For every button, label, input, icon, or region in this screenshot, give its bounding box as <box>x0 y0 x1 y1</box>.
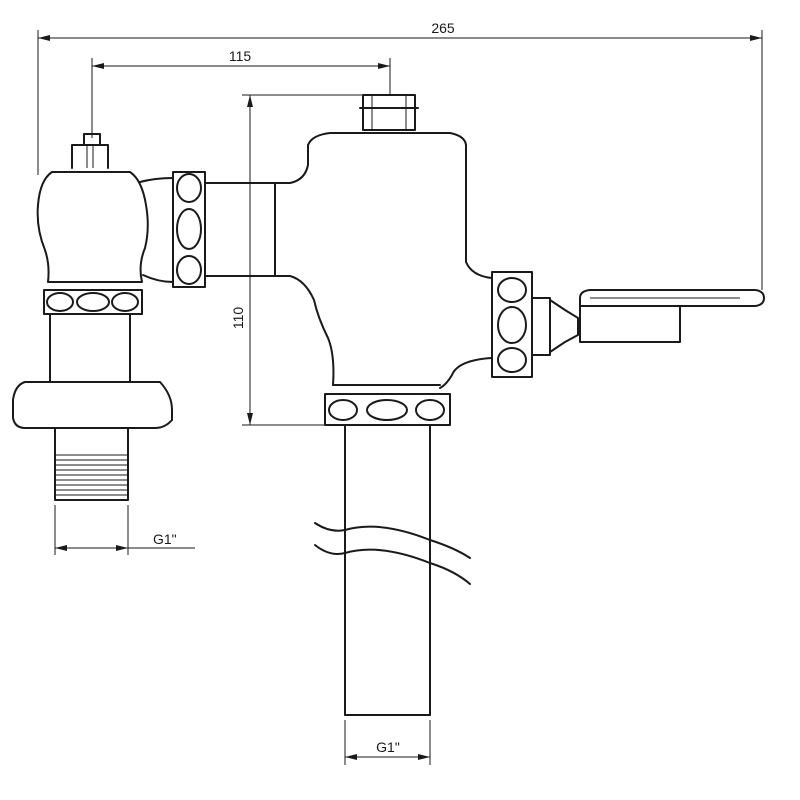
flush-button-plate <box>579 289 765 343</box>
dimension-label-115: 115 <box>229 48 252 64</box>
connector-nut <box>172 171 276 288</box>
inlet-thread-lines <box>55 454 128 496</box>
dimension-label-g1-inlet: G1" <box>153 531 177 547</box>
dimension-overall-width: 265 <box>37 20 763 290</box>
stop-valve <box>12 133 174 501</box>
dimension-inlet-thread: G1" <box>54 505 195 555</box>
flush-valve-body <box>274 94 493 426</box>
pipe-break-upper <box>314 522 471 559</box>
dimension-outlet-thread: G1" <box>344 720 431 765</box>
pipe-break-lower <box>314 544 471 585</box>
push-button-assembly <box>491 271 765 378</box>
dimension-height: 110 <box>230 94 362 426</box>
dimension-label-265: 265 <box>431 20 455 36</box>
dimension-label-110: 110 <box>230 307 246 330</box>
dimension-label-g1-outlet: G1" <box>376 739 400 755</box>
outlet-pipe <box>314 424 471 716</box>
dimension-inlet-offset: 115 <box>91 48 391 138</box>
